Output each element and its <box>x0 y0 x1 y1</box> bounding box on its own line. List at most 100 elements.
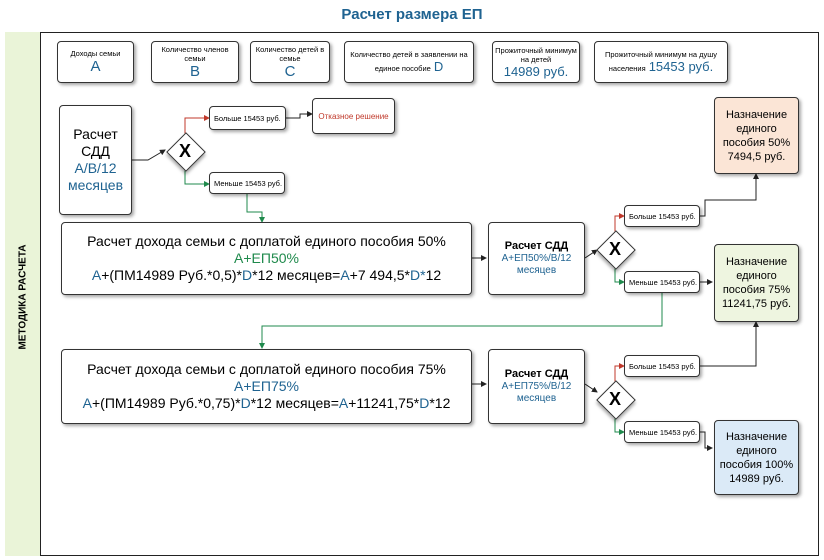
input-children-application-var: D <box>433 59 444 74</box>
input-income-var: A <box>90 58 101 75</box>
input-pm-children: Прожиточный минимум на детей 14989 руб. <box>492 41 580 83</box>
input-pm-children-value: 14989 руб. <box>503 63 569 79</box>
calc-50-box: Расчет дохода семьи с доплатой единого п… <box>61 222 472 295</box>
connector-decision1-less <box>184 166 210 187</box>
decision-1-mark: X <box>178 141 191 161</box>
connector-more-to-refusal <box>286 111 313 119</box>
condition-more-1: Больше 15453 руб. <box>209 106 286 130</box>
input-pm-children-label: Прожиточный минимум на детей <box>495 45 577 64</box>
sdd-initial-months: месяцев <box>67 177 124 193</box>
connector-decision2-more <box>614 213 625 234</box>
input-pm-capita: Прожиточный минимум на душу населения 15… <box>594 41 728 83</box>
decision-1: X <box>166 132 206 172</box>
result-75-box: Назначение единого пособия 75% 11241,75 … <box>714 244 799 322</box>
condition-less-2: Меньше 15453 руб. <box>624 271 700 293</box>
input-members: Количество членов семьи B <box>151 41 239 83</box>
calc-50-sub: А+ЕП50% <box>234 250 299 266</box>
input-pm-capita-label-2: населения <box>608 64 646 73</box>
calc-75-sub: А+ЕП75% <box>234 378 299 394</box>
calc-50-formula: А+(ПМ14989 Руб.*0,5)*D*12 месяцев=А+7 49… <box>92 267 441 284</box>
calc-50-f-a2: А <box>340 267 350 283</box>
result-100-line-1: Назначение <box>725 430 788 443</box>
calc-75-box: Расчет дохода семьи с доплатой единого п… <box>61 349 472 424</box>
sdd-initial-formula: А/В/12 <box>74 160 117 176</box>
calc-50-f-a1: А <box>91 267 102 283</box>
connector-decision3-less <box>614 414 625 435</box>
sdd-50-formula: А+ЕП50%/В/12 <box>501 253 572 264</box>
calc-75-f-3: +11241,75* <box>348 395 420 411</box>
calc-50-f-3: +7 494,5* <box>349 267 410 283</box>
result-50-line-1: Назначение <box>725 108 788 121</box>
calc-75-f-2: *12 месяцев= <box>250 395 339 411</box>
decision-2-mark: X <box>608 239 621 259</box>
result-75-line-4: 11241,75 руб. <box>721 298 792 310</box>
sdd-initial-title-1: Расчет <box>73 126 118 142</box>
input-children-label: Количество детей в семье <box>255 44 325 63</box>
condition-less-1: Меньше 15453 руб. <box>209 172 285 194</box>
input-members-var: B <box>189 62 200 80</box>
calc-50-f-2: *12 месяцев= <box>252 267 341 283</box>
input-income-label: Доходы семьи <box>70 49 121 58</box>
calc-75-f-a1: А <box>82 395 92 411</box>
calc-75-formula: А+(ПМ14989 Руб.*0,75)*D*12 месяцев=А+112… <box>83 395 451 412</box>
refusal-box: Отказное решение <box>312 98 395 134</box>
result-75-line-2: единого <box>736 270 777 282</box>
connector-less3-to-result100 <box>700 431 713 451</box>
connector-less2-to-calc75 <box>259 292 663 349</box>
calc-50-f-1: +(ПМ14989 Руб.*0,5)* <box>101 267 243 283</box>
connector-decision2-less <box>614 264 625 285</box>
sdd-75-box: Расчет СДД А+ЕП75%/В/12 месяцев <box>488 349 585 424</box>
condition-more-3: Больше 15453 руб. <box>624 355 700 377</box>
connector-sdd75-to-decision3 <box>584 383 598 393</box>
calc-75-f-a2: А <box>338 395 349 411</box>
connector-decision3-more <box>614 363 625 384</box>
sdd-75-months: месяцев <box>516 393 557 404</box>
result-75-line-1: Назначение <box>725 256 788 268</box>
result-50-line-3: пособия 50% <box>722 136 791 149</box>
result-100-line-4: 14989 руб. <box>729 472 784 485</box>
calc-50-f-4: 12 <box>425 267 442 283</box>
page-title: Расчет размера ЕП <box>341 6 483 23</box>
calc-75-f-1: +(ПМ14989 Руб.*0,75)* <box>91 395 241 411</box>
input-pm-capita-label-1: Прожиточный минимум на душу <box>604 50 718 59</box>
input-pm-capita-value: 15453 руб. <box>648 59 714 74</box>
sdd-50-box: Расчет СДД А+ЕП50%/В/12 месяцев <box>488 222 585 295</box>
result-100-line-2: единого <box>736 444 777 457</box>
result-50-box: Назначение единого пособия 50% 7494,5 ру… <box>714 97 799 174</box>
input-children-var: C <box>284 62 296 80</box>
calc-75-heading: Расчет дохода семьи с доплатой единого п… <box>87 361 446 377</box>
input-children-application-label-1: Количество детей в заявлении на <box>350 50 468 59</box>
result-50-line-2: единого <box>736 122 777 135</box>
sdd-75-title: Расчет СДД <box>504 368 569 380</box>
sdd-50-title: Расчет СДД <box>504 240 569 252</box>
calc-75-f-d1: D <box>240 395 251 411</box>
calc-50-f-d1: D <box>242 267 253 283</box>
sidebar: МЕТОДИКА РАСЧЕТА <box>5 32 41 556</box>
condition-more-2: Больше 15453 руб. <box>624 205 700 227</box>
decision-3-mark: X <box>608 389 621 409</box>
input-members-label: Количество членов семьи <box>161 44 229 63</box>
input-children-application: Количество детей в заявлении на единое п… <box>344 41 474 83</box>
calc-75-f-d2: D <box>419 395 430 411</box>
sdd-initial-title-2: СДД <box>81 143 110 159</box>
sdd-75-formula: А+ЕП75%/В/12 <box>501 381 572 392</box>
result-50-line-4: 7494,5 руб. <box>727 150 786 163</box>
input-income: Доходы семьи A <box>57 41 134 83</box>
input-children: Количество детей в семье C <box>250 41 330 83</box>
sdd-50-months: месяцев <box>516 265 557 276</box>
calc-50-f-d2: D* <box>410 267 426 283</box>
result-100-box: Назначение единого пособия 100% 14989 ру… <box>714 420 799 495</box>
calc-50-heading: Расчет дохода семьи с доплатой единого п… <box>87 233 446 249</box>
connector-sdd50-to-decision2 <box>584 249 598 259</box>
result-100-line-3: пособия 100% <box>719 458 794 471</box>
connector-decision1-more <box>184 115 210 136</box>
sdd-initial: Расчет СДД А/В/12 месяцев <box>59 105 132 215</box>
decision-3: X <box>596 380 636 420</box>
calc-75-f-4: *12 <box>429 395 451 411</box>
decision-2: X <box>596 230 636 270</box>
input-children-application-label-2: единое пособие <box>374 64 431 73</box>
condition-less-3: Меньше 15453 руб. <box>624 421 700 443</box>
connector-more-to-result50 <box>700 173 759 217</box>
connector-less-to-calc50 <box>246 194 265 223</box>
